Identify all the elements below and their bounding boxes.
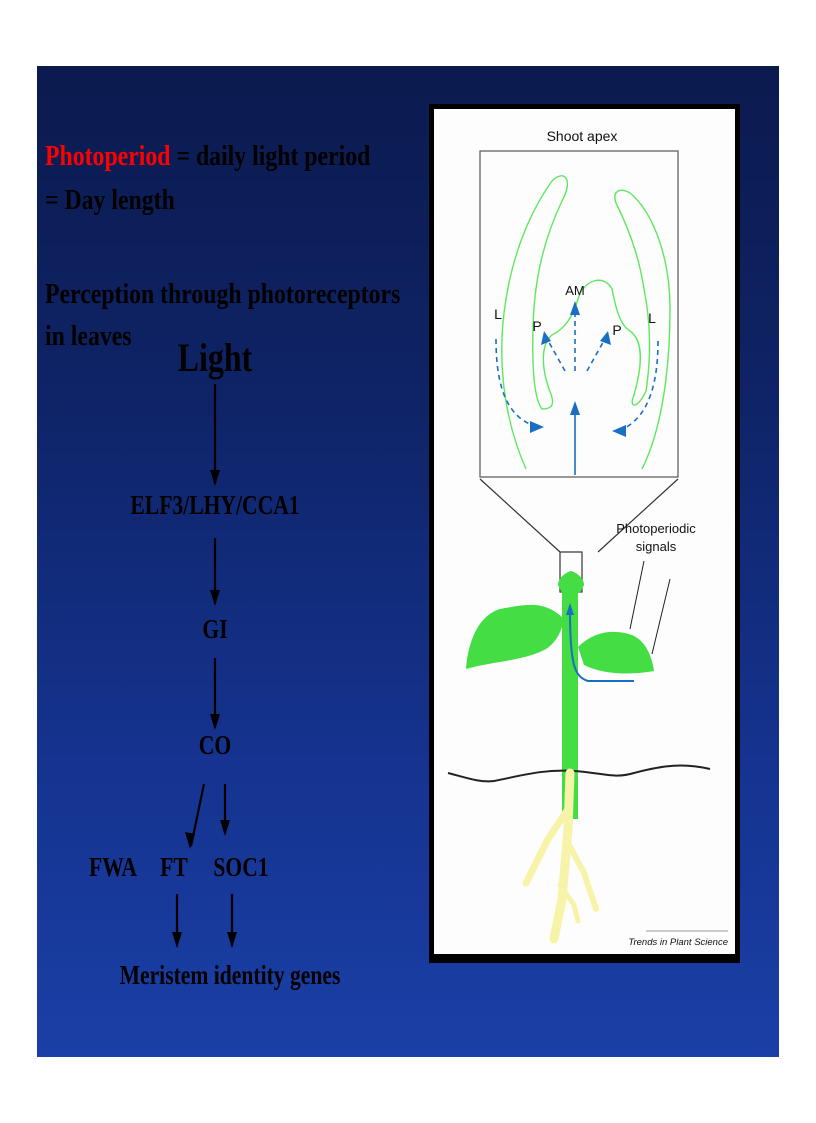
- node-co: CO: [198, 730, 232, 760]
- node-light: Light: [177, 335, 253, 380]
- shoot-apex-title: Shoot apex: [547, 128, 618, 144]
- label-p-left: P: [532, 318, 541, 334]
- perception-text-line1: Perception through photoreceptors: [45, 278, 401, 310]
- leaf-signal-arrow: [569, 608, 634, 682]
- node-ft: FT: [160, 852, 188, 882]
- plant-illustration: Shoot apex: [447, 128, 728, 948]
- node-elf3-lhy-cca1: ELF3/LHY/CCA1: [130, 490, 300, 520]
- node-gi: GI: [202, 614, 228, 644]
- label-l-left: L: [494, 306, 502, 322]
- figure-credit: Trends in Plant Science: [628, 937, 728, 948]
- perception-text-line2: in leaves: [45, 320, 132, 352]
- day-length-text: = Day length: [45, 184, 175, 216]
- signal-pointer-2: [651, 578, 671, 655]
- plant-figure: Shoot apex: [434, 109, 735, 954]
- signal-pointer-1: [629, 560, 645, 630]
- signal-flow-arrows: [495, 301, 659, 475]
- shoot-apex-box: [479, 150, 679, 478]
- soil-line: [447, 764, 711, 783]
- label-photoperiodic: Photoperiodic: [616, 521, 696, 536]
- photoperiod-definition-text: = daily light period: [170, 140, 371, 172]
- slide: Photoperiod = daily light period = Day l…: [37, 66, 779, 1057]
- node-soc1: SOC1: [213, 852, 269, 882]
- label-signals: signals: [636, 539, 677, 554]
- label-am: AM: [565, 283, 585, 298]
- seedling: [466, 571, 654, 819]
- photoperiod-definition: Photoperiod = daily light period: [45, 140, 370, 173]
- pathway-arrows: [172, 384, 237, 948]
- node-meristem-identity-genes: Meristem identity genes: [119, 960, 341, 990]
- apex-outlines: [501, 175, 671, 470]
- zoom-funnel: [479, 478, 679, 553]
- label-p-right: P: [612, 322, 621, 338]
- plant-figure-panel: Shoot apex: [429, 104, 740, 963]
- photoperiod-term: Photoperiod: [45, 140, 171, 172]
- node-fwa: FWA: [89, 852, 137, 882]
- leaf-signal-arrowhead: [566, 603, 574, 615]
- roots: [522, 768, 599, 944]
- label-l-right: L: [648, 310, 656, 326]
